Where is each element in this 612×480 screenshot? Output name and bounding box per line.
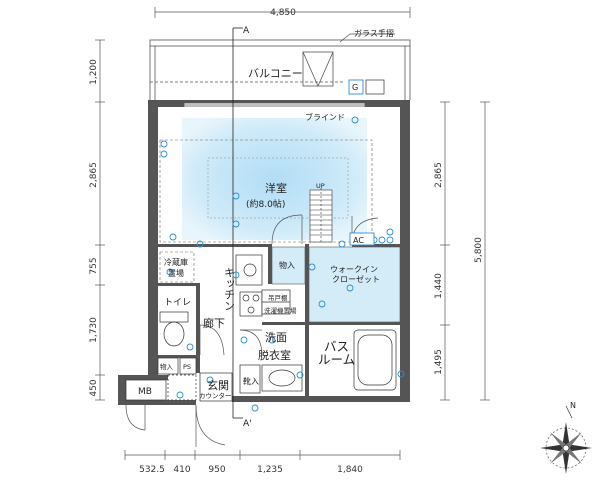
- dimension-bottom-5: 1,840: [337, 465, 363, 475]
- walk-in-closet-area: [308, 246, 401, 323]
- balcony-label: バルコニー: [248, 67, 303, 80]
- dimension-left-5: 450: [89, 379, 99, 396]
- western-room: [158, 107, 400, 244]
- dimension-bottom-2: 410: [173, 465, 190, 475]
- western-room-size: (約8.0帖): [246, 198, 285, 210]
- bath-label-2: ルーム: [318, 352, 355, 367]
- ps-label: PS: [183, 363, 191, 371]
- gas-meter-box: [348, 79, 364, 95]
- western-room-label: 洋室: [265, 181, 287, 195]
- kitchen-fixtures: [235, 254, 291, 317]
- glass-railing-label: ガラス手摺: [354, 28, 394, 38]
- outlets: [160, 116, 405, 412]
- dimension-top-total: 4,850: [270, 8, 296, 18]
- vent-box: [365, 79, 385, 95]
- small-storage-label: 物入: [160, 362, 174, 371]
- fridge-space: [159, 251, 195, 283]
- storage-label: 物入: [279, 260, 295, 270]
- dimension-right-2: 1,440: [434, 273, 444, 299]
- blind-label: ブラインド: [305, 112, 345, 122]
- walk-in-closet-label-1: ウォークイン: [330, 265, 378, 274]
- small-storage-box: [157, 357, 197, 375]
- ac-unit: [349, 232, 375, 246]
- window: [183, 102, 366, 108]
- dimension-right-3: 1,495: [434, 349, 444, 375]
- dimension-bottom-1: 532.5: [139, 465, 165, 475]
- north-label: N: [570, 401, 576, 410]
- dimension-bottom-3: 950: [208, 465, 225, 475]
- walk-in-closet-label-2: クローゼット: [332, 274, 380, 284]
- dimension-right-total: 5,800: [474, 237, 484, 263]
- counter-label: カウンター: [199, 391, 232, 400]
- bathtub: [353, 329, 397, 391]
- fridge-label-1: 冷蔵庫: [164, 257, 188, 267]
- fridge-label-2: 置場: [168, 268, 184, 278]
- dimension-left-3: 755: [89, 257, 99, 274]
- storage-area: [271, 246, 306, 285]
- entrance-area: [125, 372, 233, 402]
- kitchen-label: キッチン: [223, 267, 236, 311]
- washroom-label-2: 脱衣室: [258, 348, 291, 362]
- section-mark-top: A: [243, 26, 250, 36]
- bath-label-1: バス: [324, 339, 349, 354]
- corridor-label: 廊下: [203, 316, 225, 330]
- dimension-left-1: 1,200: [89, 59, 99, 85]
- dimension-bottom-4: 1,235: [257, 465, 283, 475]
- dimension-left-2: 2,865: [89, 162, 99, 188]
- compass-icon: [540, 405, 592, 474]
- toilet-fixture: [159, 311, 189, 347]
- dimension-left-4: 1,730: [89, 317, 99, 343]
- washroom-label-1: 洗面: [265, 331, 287, 344]
- washroom-fixtures: [239, 364, 303, 394]
- toilet-label: トイレ: [164, 298, 191, 308]
- hanging-cabinet-label: 吊戸棚: [268, 293, 288, 302]
- doors: [125, 214, 379, 447]
- dimension-right-1: 2,865: [434, 162, 444, 188]
- shoe-box-label: 靴入: [243, 376, 259, 386]
- ac-label: AC: [353, 236, 364, 245]
- balcony: [149, 33, 411, 100]
- entrance-label: 玄関: [207, 378, 229, 392]
- mb-label: MB: [138, 387, 152, 397]
- stairs-up-label: UP: [316, 182, 325, 190]
- stairs: [309, 188, 333, 243]
- g-mark: G: [352, 83, 358, 92]
- dimension-lines: [95, 7, 490, 460]
- washer-space-label: 洗濯機置場: [264, 306, 297, 315]
- section-mark-bottom: A': [243, 419, 252, 429]
